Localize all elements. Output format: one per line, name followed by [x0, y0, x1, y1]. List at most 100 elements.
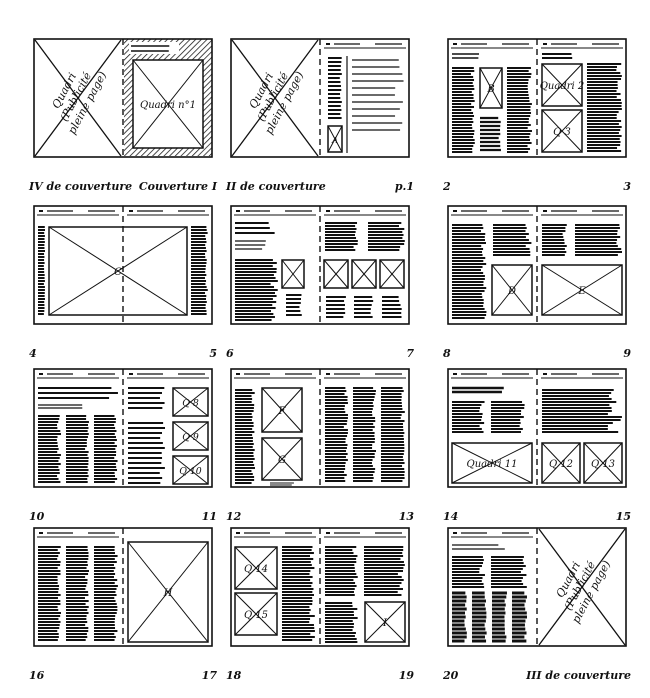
spread-sketch: Quadri(Publicitépleine page)A	[230, 38, 410, 158]
text-lines	[235, 259, 278, 321]
right-page-number: 5	[209, 347, 217, 360]
spread-frame	[33, 205, 213, 325]
text-lines	[542, 224, 567, 256]
right-page-number: 19	[398, 669, 414, 682]
image-box: Q 12	[541, 442, 581, 484]
box-label: Q 10	[179, 466, 202, 477]
text-lines	[381, 387, 405, 482]
spread-II-de-couverture-p-1: Quadri(Publicitépleine page)A II de couve…	[226, 38, 414, 203]
box-label: E	[577, 286, 586, 297]
left-page-number: 6	[226, 347, 234, 360]
left-page-number: 10	[29, 510, 45, 523]
page-header	[451, 210, 533, 216]
text-lines	[128, 422, 165, 484]
text-lines	[452, 53, 480, 59]
text-lines	[38, 415, 61, 483]
image-box: D	[491, 264, 533, 316]
text-lines	[235, 222, 275, 234]
text-lines	[94, 415, 118, 483]
text-lines	[131, 45, 170, 52]
spread-sketch: Q 14Q 15I	[230, 527, 410, 647]
text-lines	[575, 224, 622, 256]
text-lines	[352, 59, 404, 131]
image-box	[281, 259, 305, 289]
left-page: D	[451, 210, 533, 319]
right-page	[323, 210, 406, 318]
left-page	[37, 373, 119, 483]
text-lines	[66, 546, 89, 641]
page-header	[324, 373, 406, 379]
text-lines	[326, 296, 346, 318]
page-header	[127, 210, 209, 216]
text-lines	[235, 389, 255, 484]
text-lines	[128, 387, 165, 409]
right-page: Quadri n°1	[124, 39, 212, 156]
right-page	[127, 210, 209, 315]
page-header	[451, 43, 533, 49]
image-box: Q 14	[234, 546, 278, 590]
text-lines	[38, 404, 83, 409]
page-header	[324, 210, 406, 216]
right-page-number: III de couverture	[526, 669, 631, 682]
box-label: B	[486, 84, 494, 95]
image-box: Quadri 11	[451, 442, 533, 484]
page-header	[37, 210, 119, 216]
right-page-number: 9	[623, 347, 631, 360]
page-header	[234, 373, 316, 379]
left-page	[234, 210, 316, 321]
text-lines	[542, 389, 622, 433]
right-page-number: 17	[201, 669, 217, 682]
text-lines	[452, 401, 485, 433]
right-page: Q 8Q 9Q 10	[127, 373, 209, 485]
box-label: Q 12	[549, 459, 573, 470]
box-label: H	[163, 588, 173, 599]
image-box: A	[327, 125, 343, 153]
image-box	[351, 259, 377, 289]
box-label: Q 9	[182, 432, 199, 443]
left-page-number: 2	[443, 180, 451, 193]
text-lines	[325, 546, 358, 596]
left-page-number: 14	[443, 510, 459, 523]
text-lines	[480, 116, 501, 152]
text-lines	[491, 556, 527, 588]
image-box: C	[48, 226, 188, 316]
text-lines	[452, 224, 487, 319]
right-page-number: 15	[615, 510, 631, 523]
right-page: I	[324, 532, 406, 643]
text-lines	[364, 546, 405, 596]
page-header	[451, 532, 533, 538]
text-lines	[452, 556, 485, 588]
spread-frame	[230, 368, 410, 488]
image-box: B	[479, 67, 503, 109]
image-box: F	[261, 387, 303, 433]
left-page: Quadri 11	[451, 373, 533, 484]
page-header	[541, 210, 623, 216]
image-box	[323, 259, 349, 289]
left-page-number: II de couverture	[226, 180, 326, 193]
left-page: FG	[234, 373, 316, 486]
page-header	[451, 373, 533, 379]
text-lines	[472, 591, 487, 643]
box-label: C	[114, 267, 122, 278]
image-box	[379, 259, 405, 289]
text-lines	[507, 67, 532, 153]
left-page: B	[451, 43, 533, 153]
page-header	[234, 532, 316, 538]
page-header	[37, 532, 119, 538]
image-box: Quadri 2	[540, 63, 584, 107]
spread-frame	[230, 38, 410, 158]
text-lines	[94, 546, 118, 641]
box-label: Quadri 11	[467, 459, 518, 470]
box-label: D	[507, 286, 516, 297]
page-header	[37, 373, 119, 379]
right-page: E	[541, 210, 623, 316]
page-header	[541, 43, 623, 49]
